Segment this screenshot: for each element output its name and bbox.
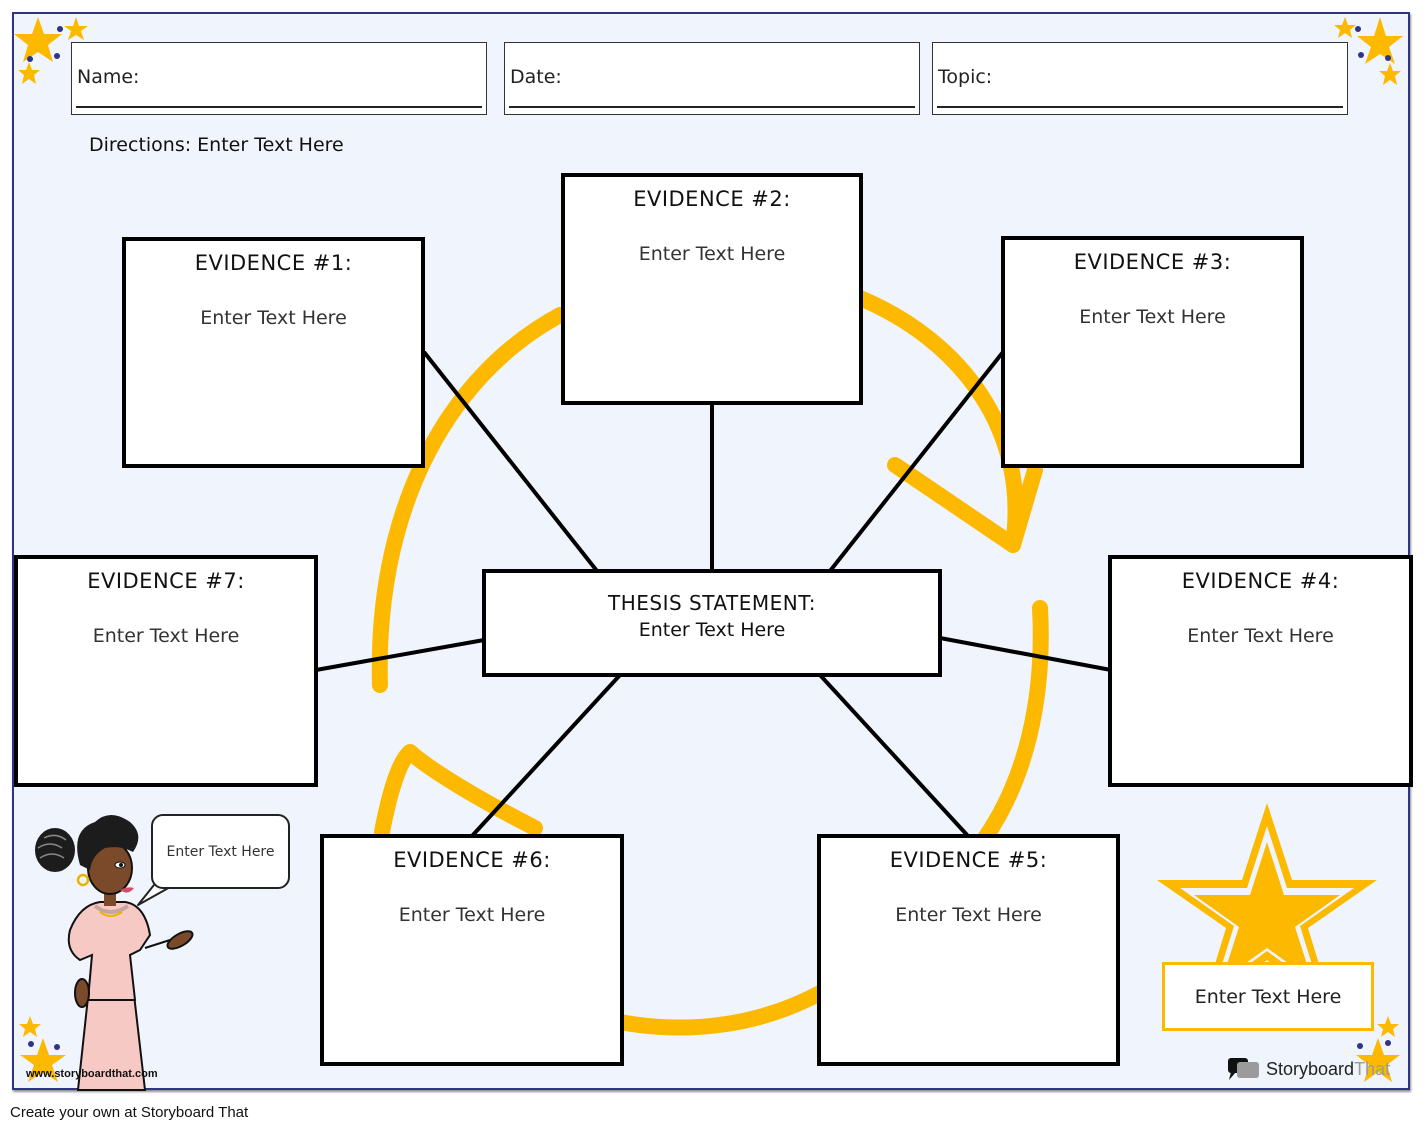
evidence-box-3[interactable]: EVIDENCE #3: Enter Text Here bbox=[1001, 236, 1304, 468]
evidence-title: EVIDENCE #6: bbox=[393, 848, 551, 872]
award-label-box[interactable]: Enter Text Here bbox=[1162, 962, 1374, 1031]
name-label: Name: bbox=[77, 66, 140, 88]
evidence-box-7[interactable]: EVIDENCE #7: Enter Text Here bbox=[14, 555, 318, 787]
topic-label: Topic: bbox=[938, 66, 993, 88]
evidence-box-2[interactable]: EVIDENCE #2: Enter Text Here bbox=[561, 173, 863, 405]
evidence-box-5[interactable]: EVIDENCE #5: Enter Text Here bbox=[817, 834, 1120, 1066]
evidence-text[interactable]: Enter Text Here bbox=[1187, 625, 1334, 647]
evidence-title: EVIDENCE #3: bbox=[1073, 250, 1232, 274]
evidence-box-1[interactable]: EVIDENCE #1: Enter Text Here bbox=[122, 237, 425, 468]
evidence-box-4[interactable]: EVIDENCE #4: Enter Text Here bbox=[1108, 555, 1413, 787]
evidence-text[interactable]: Enter Text Here bbox=[895, 904, 1042, 926]
footer-link[interactable]: Create your own at Storyboard That bbox=[10, 1104, 249, 1121]
evidence-text[interactable]: Enter Text Here bbox=[200, 307, 347, 329]
award-label-text[interactable]: Enter Text Here bbox=[1194, 986, 1342, 1008]
thesis-text[interactable]: Enter Text Here bbox=[638, 619, 786, 641]
date-underline bbox=[509, 106, 915, 108]
date-field[interactable]: Date: bbox=[504, 42, 920, 115]
evidence-text[interactable]: Enter Text Here bbox=[398, 904, 546, 926]
speech-bubble-text[interactable]: Enter Text Here bbox=[166, 844, 275, 860]
evidence-text[interactable]: Enter Text Here bbox=[92, 625, 240, 647]
evidence-text[interactable]: Enter Text Here bbox=[638, 243, 786, 265]
thesis-statement-box[interactable]: THESIS STATEMENT: Enter Text Here bbox=[482, 569, 942, 677]
name-underline bbox=[76, 106, 482, 108]
date-label: Date: bbox=[510, 66, 562, 88]
thesis-title: THESIS STATEMENT: bbox=[608, 591, 816, 615]
directions-text[interactable]: Directions: Enter Text Here bbox=[89, 134, 344, 156]
evidence-title: EVIDENCE #2: bbox=[633, 187, 791, 211]
topic-underline bbox=[937, 106, 1343, 108]
evidence-text[interactable]: Enter Text Here bbox=[1079, 306, 1226, 328]
logo-text-storyboard: Storyboard bbox=[1266, 1058, 1355, 1079]
evidence-box-6[interactable]: EVIDENCE #6: Enter Text Here bbox=[320, 834, 624, 1066]
evidence-title: EVIDENCE #5: bbox=[889, 848, 1048, 872]
evidence-title: EVIDENCE #4: bbox=[1181, 569, 1340, 593]
speech-bubble[interactable]: Enter Text Here bbox=[151, 814, 290, 889]
watermark-url: www.storyboardthat.com bbox=[26, 1068, 158, 1080]
logo-text-that: That bbox=[1354, 1058, 1391, 1079]
evidence-title: EVIDENCE #1: bbox=[194, 251, 353, 275]
name-field[interactable]: Name: bbox=[71, 42, 487, 115]
evidence-title: EVIDENCE #7: bbox=[87, 569, 245, 593]
topic-field[interactable]: Topic: bbox=[932, 42, 1348, 115]
